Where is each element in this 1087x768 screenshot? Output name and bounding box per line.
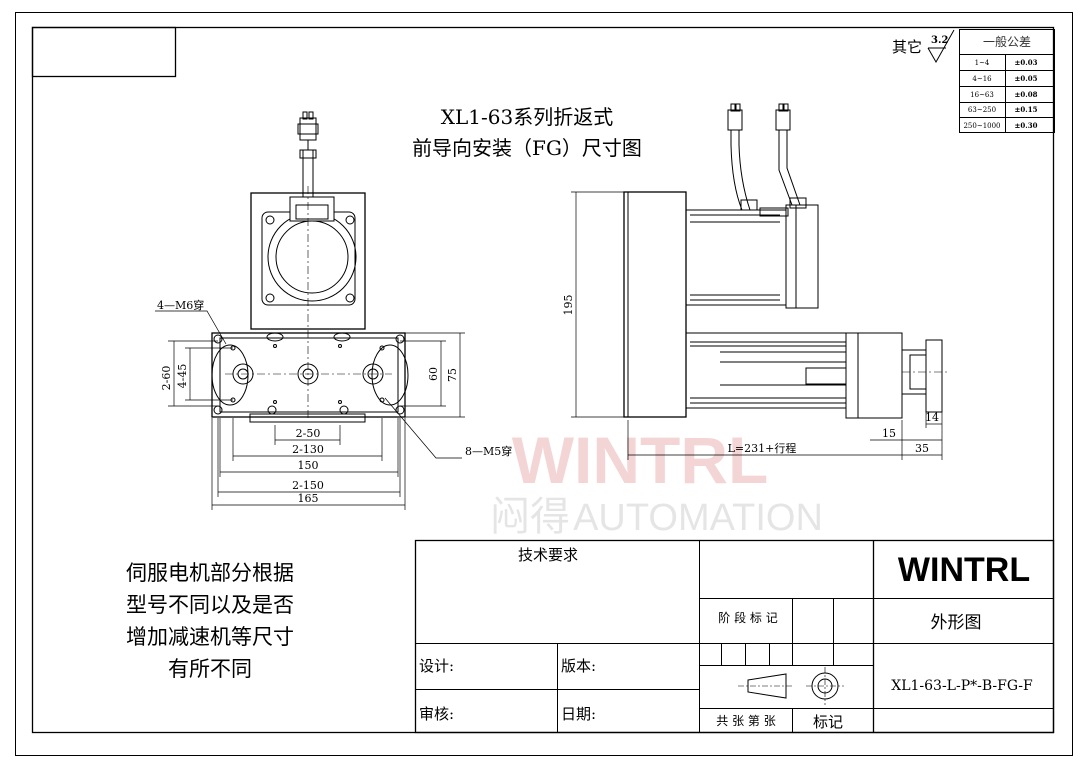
note-line: 型号不同以及是否	[126, 593, 294, 617]
drawing-title-line2: 前导向安装（FG）尺寸图	[412, 136, 642, 160]
sheets-label: 共 张 第 张	[716, 714, 775, 728]
tol-range: 1~4	[975, 59, 990, 67]
dim-2-130: 2-130	[292, 443, 324, 456]
dim-2-50: 2-50	[296, 427, 321, 440]
side-dimensions	[571, 191, 943, 460]
lower-actuator	[685, 332, 847, 409]
side-connector-icon	[727, 103, 807, 211]
reviewer-label: 审核:	[419, 705, 454, 723]
note-block: 伺服电机部分根据 型号不同以及是否 增加减速机等尺寸 有所不同	[126, 561, 294, 681]
note-line: 伺服电机部分根据	[126, 561, 294, 585]
drawing-number: XL1-63-L-P*-B-FG-F	[891, 678, 1033, 694]
tolerance-table	[959, 29, 1055, 133]
dim-14: 14	[925, 411, 939, 424]
watermark-cn: 闷得	[490, 494, 570, 540]
roughness-value: 3.2	[931, 35, 948, 46]
tol-value: ±0.30	[1015, 121, 1038, 130]
note-line: 增加减速机等尺寸	[126, 625, 294, 649]
tol-value: ±0.03	[1015, 58, 1038, 67]
watermark-brand: WINTRL	[512, 423, 769, 497]
dim-60: 60	[427, 367, 440, 381]
dim-2-150: 2-150	[292, 479, 324, 492]
stage-label: 阶 段 标 记	[718, 610, 777, 625]
dim-4-45: 4-45	[176, 364, 189, 389]
dim-165: 165	[298, 492, 319, 505]
projection-icon	[738, 667, 844, 705]
note-line: 有所不同	[168, 657, 252, 681]
version-label: 版本:	[561, 657, 596, 675]
dim-2-60: 2-60	[160, 366, 173, 391]
dim-L: L=231+行程	[728, 442, 797, 455]
connector-icon	[297, 111, 319, 198]
side-plate	[623, 191, 687, 418]
upper-motor	[685, 209, 787, 306]
side-view	[623, 103, 950, 419]
corner-box	[31, 26, 177, 78]
drawing-name: 外形图	[931, 613, 982, 633]
dim-holes-m6: 4—M6穿	[157, 298, 204, 312]
front-dimensions	[155, 310, 465, 510]
front-view	[211, 111, 409, 423]
tolerance-header: 一般公差	[983, 34, 1031, 49]
outer-border	[15, 12, 1073, 756]
dim-15: 15	[882, 427, 896, 440]
dim-holes-m5: 8—M5穿	[465, 444, 512, 458]
roughness-label: 其它	[892, 38, 922, 56]
watermark-en: AUTOMATION	[573, 497, 823, 539]
tol-value: ±0.05	[1015, 74, 1038, 83]
dim-75: 75	[446, 368, 459, 382]
roughness-icon	[927, 29, 955, 64]
dim-195: 195	[562, 295, 575, 316]
tol-value: ±0.15	[1015, 105, 1038, 114]
watermark: WINTRL 闷得 AUTOMATION	[490, 423, 823, 540]
tol-range: 4~16	[972, 75, 992, 83]
date-label: 日期:	[561, 705, 596, 723]
designer-label: 设计:	[419, 657, 454, 675]
mark-label: 标记	[813, 713, 843, 731]
tol-range: 250~1000	[963, 122, 1000, 130]
tol-range: 16~63	[970, 91, 994, 99]
company-name: WINTRL	[898, 551, 1030, 589]
drawing-title-line1: XL1-63系列折返式	[441, 105, 613, 129]
dim-35: 35	[915, 442, 929, 455]
title-block	[414, 539, 1055, 734]
tol-range: 63~250	[968, 106, 996, 114]
dim-150: 150	[298, 459, 319, 472]
tech-req-label: 技术要求	[518, 546, 578, 564]
tol-value: ±0.08	[1015, 90, 1038, 99]
mounting-plate	[211, 332, 406, 418]
